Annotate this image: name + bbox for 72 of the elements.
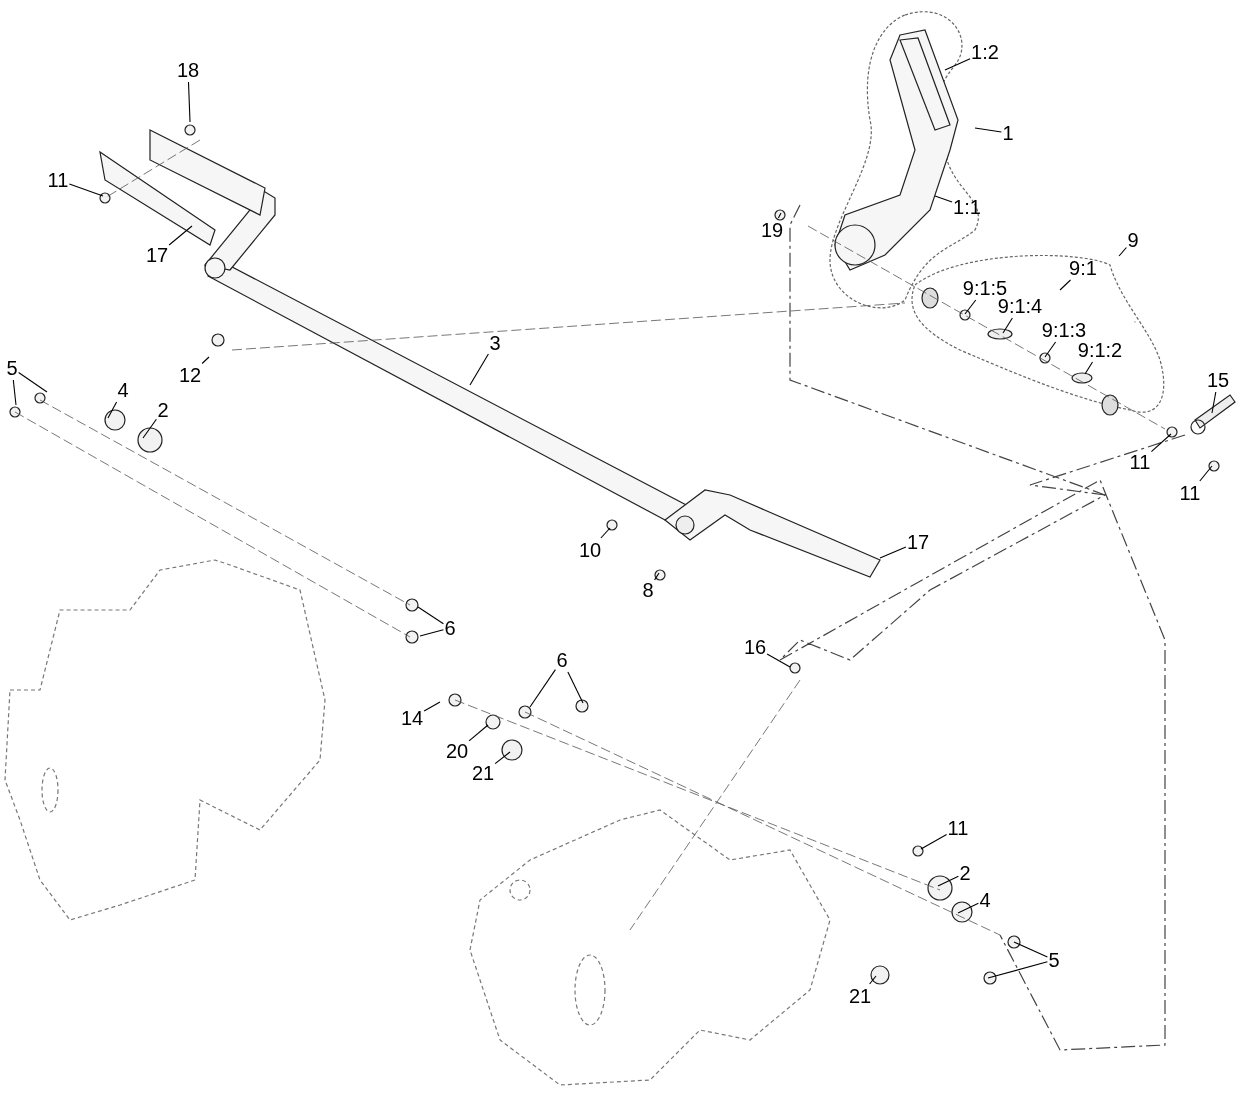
leader-line (987, 961, 1048, 979)
leader-line (920, 833, 948, 850)
leader-line (168, 225, 193, 246)
leader-line (934, 195, 953, 203)
callout-number: 2 (959, 862, 971, 884)
callout-number: 17 (145, 244, 169, 266)
leader-line (869, 975, 877, 985)
callout-number: 11 (947, 817, 969, 839)
leader-line (18, 371, 48, 393)
leader-line (419, 629, 444, 637)
callout-number: 1:1 (953, 196, 981, 218)
leader-line (12, 379, 17, 406)
callout-number: 21 (471, 762, 495, 784)
leader-line (529, 669, 556, 708)
callout-number: 10 (578, 539, 602, 561)
callout-number: 16 (743, 636, 767, 658)
callout-number: 6 (444, 617, 456, 639)
callout-number: 5 (1048, 949, 1060, 971)
callout-number: 8 (642, 579, 654, 601)
leader-line (187, 81, 191, 123)
leader-line (944, 58, 971, 71)
leader-line (1084, 361, 1094, 375)
leader-line (1118, 246, 1127, 257)
leader-line (777, 212, 782, 219)
leader-line (937, 875, 959, 887)
leader-line (1199, 465, 1213, 482)
leader-line (469, 353, 489, 386)
leader-line (417, 606, 444, 625)
leader-line (600, 527, 611, 539)
callout-number: 4 (117, 379, 129, 401)
leader-line (766, 653, 791, 668)
callout-number: 17 (906, 531, 930, 553)
callout-number: 3 (489, 332, 501, 354)
leader-line (107, 401, 118, 419)
leader-line (201, 356, 210, 365)
callout-number: 9:1 (1069, 257, 1097, 279)
callout-number: 11 (1179, 482, 1201, 504)
callout-number: 11 (47, 169, 69, 191)
leader-line (1044, 341, 1057, 358)
callout-number: 20 (445, 740, 469, 762)
leader-line (494, 751, 511, 765)
leader-line (974, 127, 1002, 133)
callout-number: 1 (1002, 122, 1014, 144)
callout-number: 2 (157, 399, 169, 421)
leader-line (957, 902, 979, 914)
callout-number: 6 (556, 649, 568, 671)
leader-line (654, 572, 660, 581)
callout-number: 18 (176, 59, 200, 81)
callout-number: 5 (6, 357, 18, 379)
leader-line (1211, 391, 1217, 414)
leader-line (567, 671, 584, 704)
callout-number: 12 (178, 364, 202, 386)
callout-number: 14 (400, 707, 424, 729)
callout-number: 1:2 (971, 41, 999, 63)
callout-number: 9:1:3 (1041, 319, 1087, 341)
callout-number: 15 (1206, 369, 1230, 391)
callout-number: 19 (760, 219, 784, 241)
leader-line (468, 724, 489, 742)
callout-number: 11 (1129, 451, 1151, 473)
leader-line (1002, 317, 1013, 334)
leader-line (964, 299, 977, 315)
leader-line (1013, 941, 1048, 958)
callout-number: 9:1:2 (1077, 339, 1123, 361)
leader-line (1059, 279, 1072, 291)
callout-number: 4 (979, 889, 991, 911)
leader-line (142, 418, 157, 439)
callout-number: 21 (848, 985, 872, 1007)
callout-number: 9 (1127, 229, 1139, 251)
leader-line (423, 701, 441, 712)
leader-line (1150, 433, 1172, 453)
leader-line (68, 183, 104, 197)
leader-line (879, 546, 907, 559)
